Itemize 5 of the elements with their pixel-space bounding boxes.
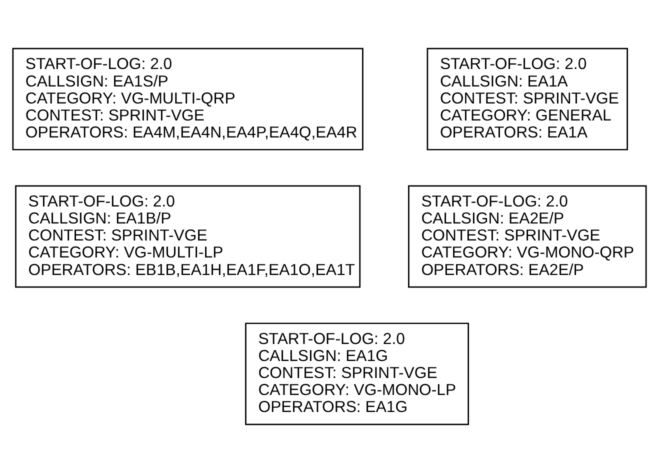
node-box: START-OF-LOG: 2.0 CALLSIGN: EA1B/P CONTEST: SPRINT-VGE CATEGORY: VG-MULTI-LP OPERATORS: EB1B,EA1H,EA1F,EA1O,EA1T: [15, 185, 361, 288]
node-box: START-OF-LOG: 2.0 CALLSIGN: EA2E/P CONTEST: SPRINT-VGE CATEGORY: VG-MONO-QRP OPERATORS: EA2E/P: [408, 185, 647, 288]
node-box: START-OF-LOG: 2.0 CALLSIGN: EA1S/P CATEGORY: VG-MULTI-QRP CONTEST: SPRINT-VGE OPERATORS: EA4M,EA4N,EA4P,EA4Q,EA4R: [12, 48, 364, 150]
node-box: START-OF-LOG: 2.0 CALLSIGN: EA1G CONTEST: SPRINT-VGE CATEGORY: VG-MONO-LP OPERATORS: EA1G: [245, 322, 470, 426]
node-box: START-OF-LOG: 2.0 CALLSIGN: EA1A CONTEST: SPRINT-VGE CATEGORY: GENERAL OPERATORS: EA1A: [426, 48, 628, 150]
